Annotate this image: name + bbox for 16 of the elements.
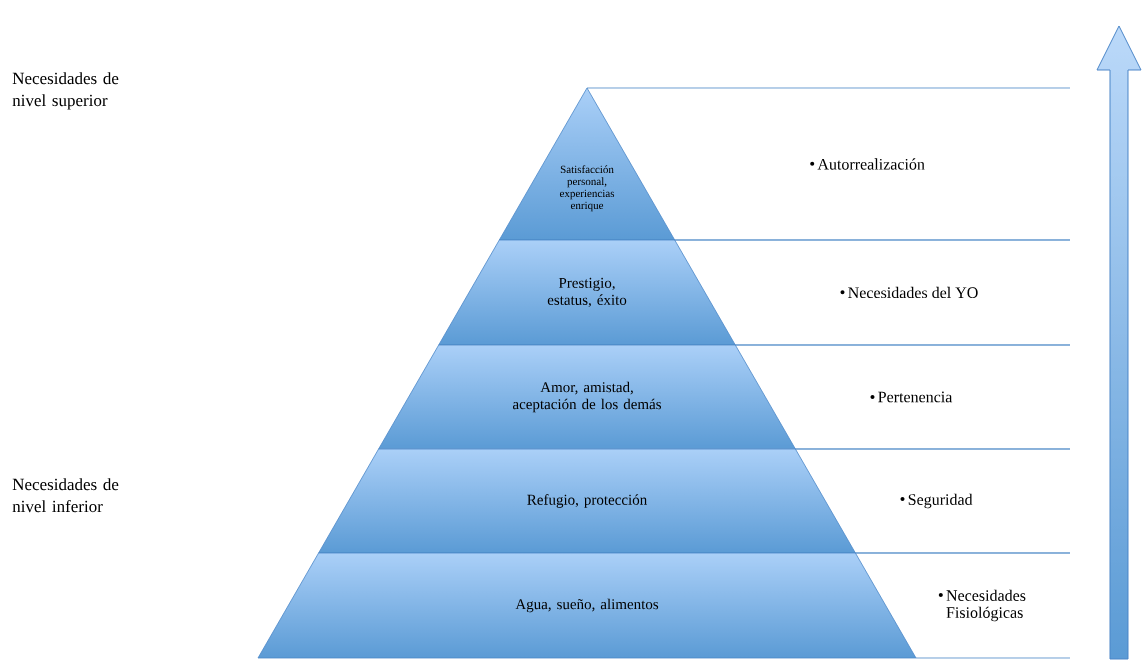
pyramid-level: Satisfacción personal, experiencias enrique — [498, 87, 676, 241]
node-label: Autorrealización — [817, 158, 925, 170]
side-label: Necesidades de nivel superior — [12, 72, 119, 110]
level-band: Necesidades Fisiológicas — [855, 552, 1071, 659]
node-label: Seguridad — [908, 493, 973, 509]
node-label: Necesidades del YO — [848, 286, 978, 299]
pyramid-level: Refugio, protección — [318, 448, 856, 554]
level-band: Seguridad — [795, 448, 1071, 554]
pyramid-level: Agua, sueño, alimentos — [257, 552, 917, 659]
pyramid-level: Prestigio, estatus, éxito — [438, 239, 736, 346]
side-label: Necesidades de nivel inferior — [12, 478, 119, 513]
level-band: Pertenencia — [734, 344, 1071, 450]
pyramid-level: Amor, amistad, aceptación de los demás — [378, 344, 796, 450]
level-band: Necesidades del YO — [674, 239, 1071, 346]
node-label: Necesidades Fisiológicas — [946, 589, 1026, 622]
node-label: Pertenencia — [878, 391, 953, 403]
